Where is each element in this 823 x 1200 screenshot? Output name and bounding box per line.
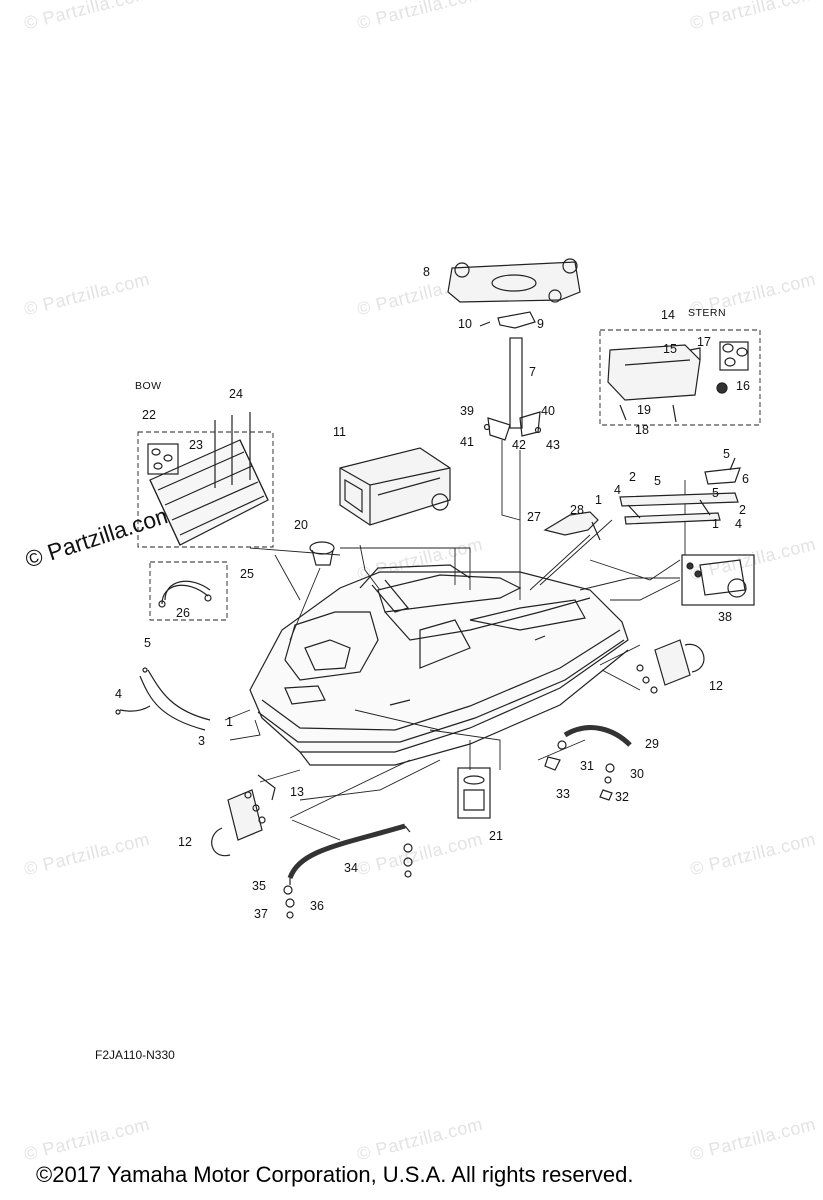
callout-22: 22 bbox=[142, 408, 156, 422]
seat-cushion-drawing bbox=[447, 258, 581, 303]
callout-42: 42 bbox=[512, 438, 526, 452]
callout-24: 24 bbox=[229, 387, 243, 401]
callout-37: 37 bbox=[254, 907, 268, 921]
callout-34: 34 bbox=[344, 861, 358, 875]
callout-2: 2 bbox=[629, 470, 636, 484]
callout-6: 6 bbox=[742, 472, 749, 486]
callout-12: 12 bbox=[178, 835, 192, 849]
callout-13: 13 bbox=[290, 785, 304, 799]
callout-19: 19 bbox=[637, 403, 651, 417]
bow-label: BOW bbox=[135, 380, 162, 392]
leader-lines bbox=[224, 440, 686, 841]
callout-8: 8 bbox=[423, 265, 430, 279]
callout-39: 39 bbox=[460, 404, 474, 418]
stern-label: STERN bbox=[688, 307, 727, 319]
callout-11: 11 bbox=[333, 425, 346, 439]
callout-33: 33 bbox=[556, 787, 570, 801]
boarding-ladder-drawing bbox=[147, 412, 269, 546]
callout-16: 16 bbox=[736, 379, 750, 393]
callout-12: 12 bbox=[709, 679, 723, 693]
callout-4: 4 bbox=[614, 483, 621, 497]
callout-17: 17 bbox=[697, 335, 711, 349]
callout-21: 21 bbox=[489, 829, 503, 843]
callout-18: 18 bbox=[635, 423, 649, 437]
callout-20: 20 bbox=[294, 518, 308, 532]
callout-35: 35 bbox=[252, 879, 266, 893]
callout-4: 4 bbox=[115, 687, 122, 701]
callout-36: 36 bbox=[310, 899, 324, 913]
callout-15: 15 bbox=[663, 342, 677, 356]
copyright-footer: ©2017 Yamaha Motor Corporation, U.S.A. A… bbox=[36, 1162, 634, 1187]
callout-5: 5 bbox=[712, 486, 719, 500]
hull-drawing bbox=[249, 564, 629, 766]
callout-38: 38 bbox=[718, 610, 732, 624]
callout-1: 1 bbox=[712, 517, 719, 531]
callout-27: 27 bbox=[527, 510, 541, 524]
callout-41: 41 bbox=[460, 435, 474, 449]
callout-25: 25 bbox=[240, 567, 254, 581]
callout-29: 29 bbox=[645, 737, 659, 751]
callout-43: 43 bbox=[546, 438, 560, 452]
callout-28: 28 bbox=[570, 503, 584, 517]
callout-3: 3 bbox=[198, 734, 205, 748]
callout-40: 40 bbox=[541, 404, 555, 418]
callout-5: 5 bbox=[723, 447, 730, 461]
callout-14: 14 bbox=[661, 308, 675, 322]
callout-10: 10 bbox=[458, 317, 472, 331]
callout-2: 2 bbox=[739, 503, 746, 517]
callout-4: 4 bbox=[735, 517, 742, 531]
callout-32: 32 bbox=[615, 790, 629, 804]
callout-1: 1 bbox=[226, 715, 233, 729]
callout-31: 31 bbox=[580, 759, 594, 773]
callout-5: 5 bbox=[144, 636, 151, 650]
callout-1: 1 bbox=[595, 493, 602, 507]
callout-23: 23 bbox=[189, 438, 203, 452]
callout-5: 5 bbox=[654, 474, 661, 488]
callout-9: 9 bbox=[537, 317, 544, 331]
group-boxes bbox=[137, 329, 761, 621]
diagram-code: F2JA110-N330 bbox=[95, 1048, 175, 1062]
callout-30: 30 bbox=[630, 767, 644, 781]
callout-26: 26 bbox=[176, 606, 190, 620]
callout-7: 7 bbox=[529, 365, 536, 379]
